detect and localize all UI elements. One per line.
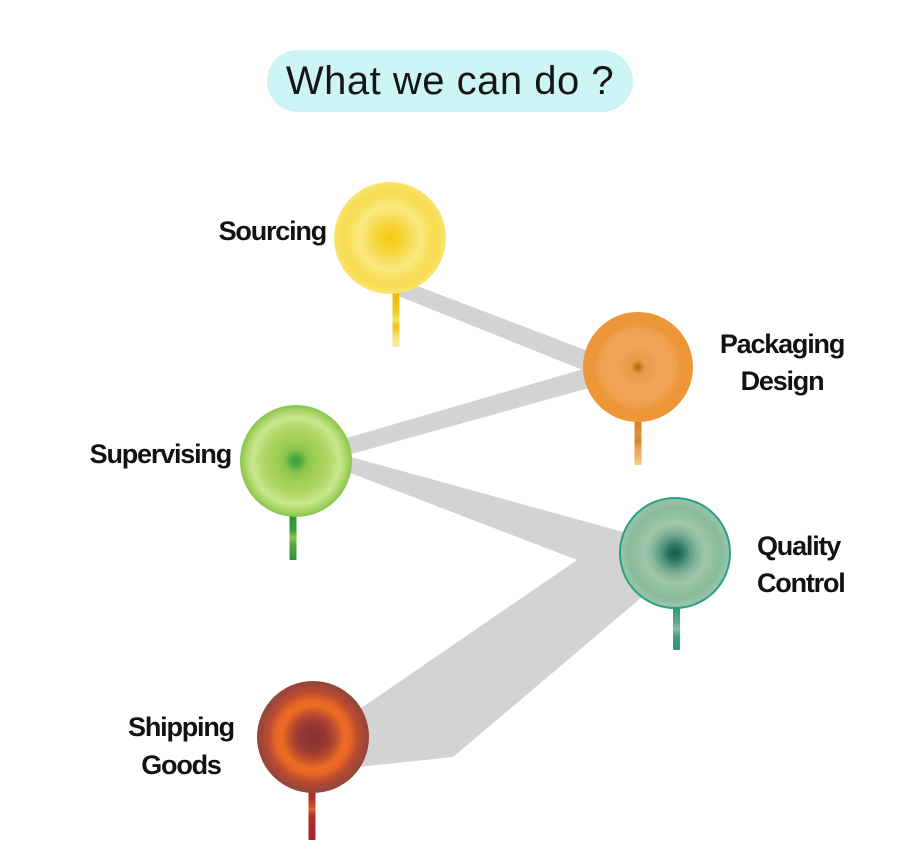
node-quality-circle <box>619 497 731 609</box>
node-supervising-circle <box>240 405 352 517</box>
node-quality-label: Quality Control <box>757 531 846 598</box>
node-sourcing-label: Sourcing <box>218 216 328 246</box>
title-banner: What we can do ? <box>267 50 633 112</box>
sourcing-pin-stem <box>392 292 400 347</box>
supervising-pin-stem <box>289 515 297 560</box>
node-packaging-label: Packaging Design <box>719 329 845 396</box>
quality-pin-stem <box>673 608 680 650</box>
connector-packaging-to-supervising <box>297 364 605 468</box>
page-title: What we can do ? <box>285 58 615 103</box>
node-supervising-label: Supervising <box>89 439 233 469</box>
connector-quality-to-shipping <box>330 545 648 770</box>
node-shipping-circle <box>257 681 369 793</box>
node-shipping-label: Shipping Goods <box>128 712 235 780</box>
connector-sourcing-to-packaging <box>397 280 606 377</box>
node-sourcing-circle <box>334 182 446 294</box>
shipping-pin-stem <box>308 790 316 840</box>
node-packaging-circle <box>583 312 693 422</box>
packaging-pin-stem <box>634 420 642 465</box>
connector-supervising-to-quality <box>340 454 645 586</box>
